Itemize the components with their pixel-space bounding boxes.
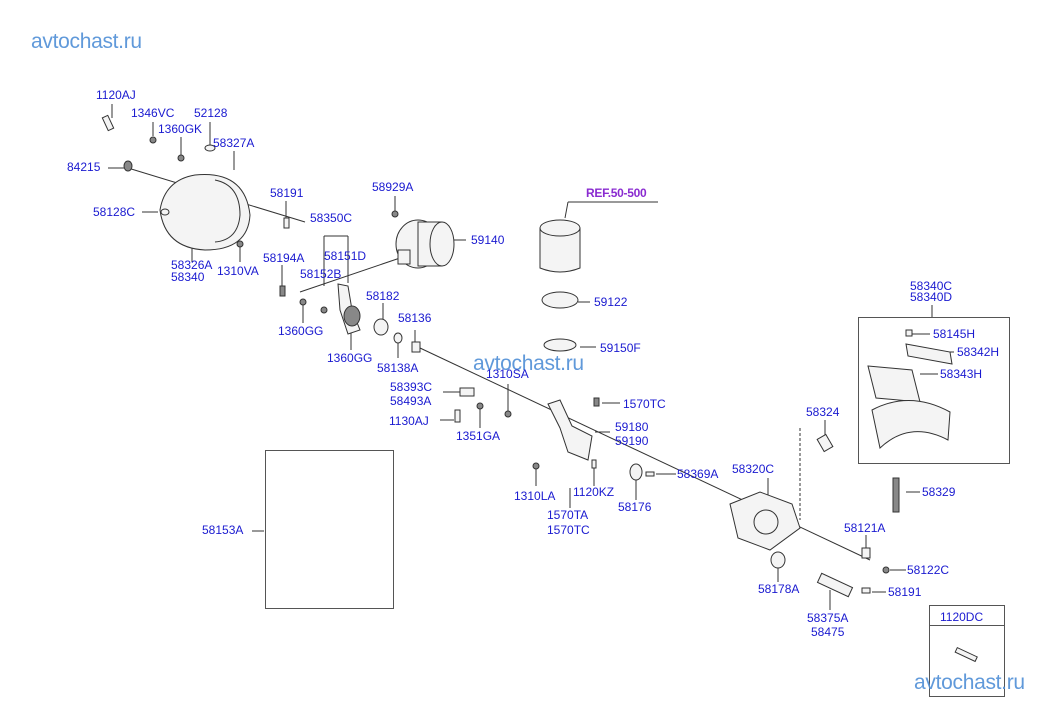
part-label-1360GG-b[interactable]: 1360GG bbox=[327, 351, 373, 365]
part-label-1360GK[interactable]: 1360GK bbox=[158, 122, 203, 136]
part-label-1570TC-a[interactable]: 1570TC bbox=[623, 397, 666, 411]
part-label-58342H[interactable]: 58342H bbox=[957, 345, 1000, 359]
part-label-58128C[interactable]: 58128C bbox=[93, 205, 136, 219]
part-label-58340D[interactable]: 58340D bbox=[910, 290, 953, 304]
part-label-58327A[interactable]: 58327A bbox=[213, 136, 255, 150]
part-label-1120KZ[interactable]: 1120KZ bbox=[573, 485, 615, 499]
part-label-58136[interactable]: 58136 bbox=[398, 311, 432, 325]
part-label-1120DC[interactable]: 1120DC bbox=[940, 610, 984, 624]
part-label-1310SA[interactable]: 1310SA bbox=[486, 367, 529, 381]
part-label-58153A[interactable]: 58153A bbox=[202, 523, 244, 537]
part-label-58369A[interactable]: 58369A bbox=[677, 467, 719, 481]
part-label-52128[interactable]: 52128 bbox=[194, 106, 228, 120]
part-label-58393C[interactable]: 58393C bbox=[390, 380, 433, 394]
repair-kit-box-58153A bbox=[265, 450, 394, 609]
part-label-59180[interactable]: 59180 bbox=[615, 420, 649, 434]
shoe-kit-box-58340C bbox=[858, 317, 1010, 464]
shoe-kit-shapes bbox=[867, 329, 953, 449]
part-label-58340[interactable]: 58340 bbox=[171, 270, 205, 284]
part-label-58194A[interactable]: 58194A bbox=[263, 251, 305, 265]
part-label-1310LA[interactable]: 1310LA bbox=[514, 489, 556, 503]
part-label-58178A[interactable]: 58178A bbox=[758, 582, 800, 596]
part-label-58929A[interactable]: 58929A bbox=[372, 180, 414, 194]
part-label-1351GA[interactable]: 1351GA bbox=[456, 429, 501, 443]
part-label-59150F[interactable]: 59150F bbox=[600, 341, 641, 355]
part-label-1346VC[interactable]: 1346VC bbox=[131, 106, 175, 120]
bolt-box-divider bbox=[929, 625, 1004, 626]
part-label-58343H[interactable]: 58343H bbox=[940, 367, 983, 381]
part-label-58182[interactable]: 58182 bbox=[366, 289, 400, 303]
part-label-1570TA[interactable]: 1570TA bbox=[547, 508, 589, 522]
part-label-58475[interactable]: 58475 bbox=[811, 625, 845, 639]
part-label-58191[interactable]: 58191 bbox=[270, 186, 304, 200]
part-shapes bbox=[101, 114, 978, 663]
axis-line-chamber bbox=[299, 257, 401, 293]
part-label-58493A[interactable]: 58493A bbox=[390, 394, 432, 408]
part-label-59190[interactable]: 59190 bbox=[615, 434, 649, 448]
part-label-58145H[interactable]: 58145H bbox=[933, 327, 976, 341]
part-label-58176[interactable]: 58176 bbox=[618, 500, 652, 514]
watermark-bottom-right[interactable]: avtochast.ru bbox=[914, 671, 1025, 694]
part-label-58329[interactable]: 58329 bbox=[922, 485, 956, 499]
part-label-1120AJ[interactable]: 1120AJ bbox=[96, 88, 136, 102]
part-label-59140[interactable]: 59140 bbox=[471, 233, 505, 247]
part-label-58326A[interactable]: 58326A bbox=[171, 258, 213, 272]
part-label-58121A[interactable]: 58121A bbox=[844, 521, 886, 535]
part-label-1360GG-a[interactable]: 1360GG bbox=[278, 324, 324, 338]
part-label-58340C[interactable]: 58340C bbox=[910, 279, 953, 293]
part-label-58122C[interactable]: 58122C bbox=[907, 563, 950, 577]
part-label-58350C[interactable]: 58350C bbox=[310, 211, 353, 225]
part-label-58324[interactable]: 58324 bbox=[806, 405, 840, 419]
part-label-58151D[interactable]: 58151D bbox=[324, 249, 367, 263]
part-label-1310VA[interactable]: 1310VA bbox=[217, 264, 259, 278]
part-label-1570TC-b[interactable]: 1570TC bbox=[547, 523, 590, 537]
part-label-58375A[interactable]: 58375A bbox=[807, 611, 849, 625]
part-label-84215[interactable]: 84215 bbox=[67, 160, 101, 174]
part-label-58152B[interactable]: 58152B bbox=[300, 267, 342, 281]
watermark-center[interactable]: avtochast.ru bbox=[473, 352, 584, 375]
ref-label[interactable]: REF.50-500 bbox=[586, 186, 647, 200]
bolt-box-1120DC bbox=[929, 605, 1005, 697]
part-label-58138A[interactable]: 58138A bbox=[377, 361, 419, 375]
part-label-59122[interactable]: 59122 bbox=[594, 295, 628, 309]
watermark-top-left[interactable]: avtochast.ru bbox=[31, 30, 142, 53]
part-label-58320C[interactable]: 58320C bbox=[732, 462, 775, 476]
part-label-58191-b[interactable]: 58191 bbox=[888, 585, 922, 599]
part-label-1130AJ[interactable]: 1130AJ bbox=[389, 414, 429, 428]
